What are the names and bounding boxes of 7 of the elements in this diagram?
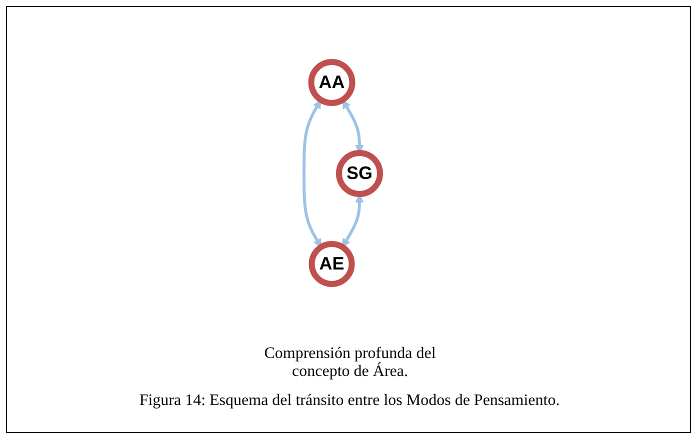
- arrow: [302, 100, 322, 248]
- figure-caption: Figura 14: Esquema del tránsito entre los Modos de Pensamiento.: [139, 392, 560, 409]
- node-circle: AE: [309, 241, 356, 288]
- arrow: [342, 194, 364, 248]
- node-circle: SG: [336, 150, 384, 197]
- center-note: Comprensión profunda del concepto de Área.: [263, 345, 437, 381]
- node-circle: AA: [308, 58, 356, 106]
